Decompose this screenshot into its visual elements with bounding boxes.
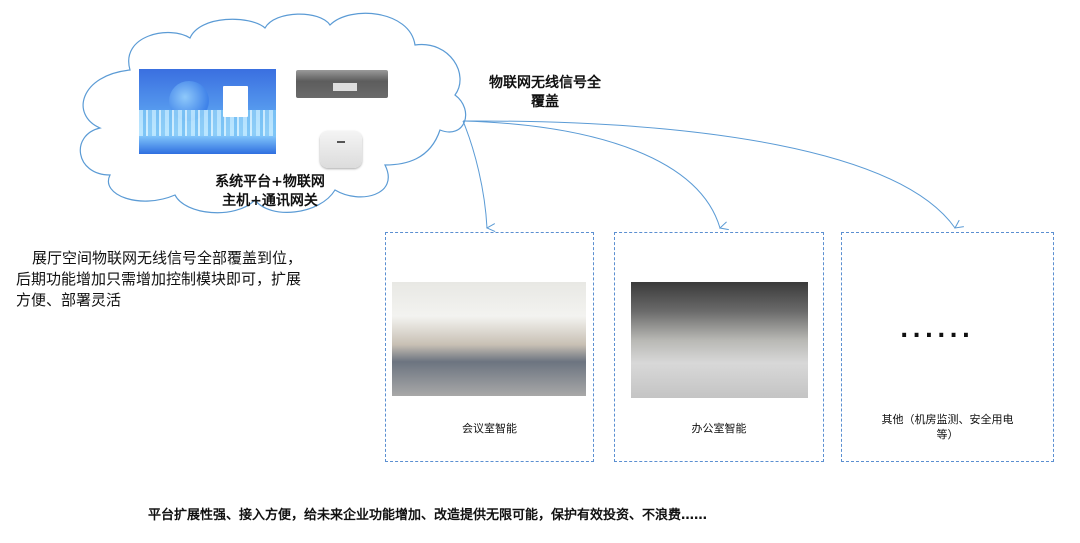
cloud-shape: [79, 12, 467, 214]
signal-coverage-label: 物联网无线信号全覆盖: [470, 74, 620, 112]
card-office: [614, 232, 824, 462]
gateway-access-point-image: [320, 131, 362, 168]
arrow-other: [462, 120, 955, 228]
card-other-label: 其他（机房监测、安全用电等）: [841, 412, 1054, 442]
description-line3: 方便、部署灵活: [16, 291, 122, 309]
cloud-label: 系统平台+物联网主机+通讯网关: [195, 173, 345, 211]
card-other-label-line1: 其他（机房监测、安全用电: [881, 413, 1014, 426]
card-other-ellipsis: ......: [900, 318, 975, 343]
card-meeting-room: [385, 232, 594, 462]
arrow-office: [462, 120, 720, 228]
cloud-label-line1: 系统平台+物联网: [215, 174, 325, 190]
signal-line1: 物联网无线信号全: [489, 75, 601, 91]
cloud-label-line2: 主机+通讯网关: [222, 193, 318, 209]
description-line1: 展厅空间物联网无线信号全部覆盖到位，: [32, 249, 303, 267]
office-photo: [631, 282, 808, 398]
card-other: [841, 232, 1054, 462]
meeting-room-photo: [392, 282, 586, 396]
platform-screen-image: [139, 69, 276, 154]
signal-line2: 覆盖: [531, 94, 559, 110]
arrow-meeting: [462, 120, 487, 228]
description-line2: 后期功能增加只需增加控制模块即可，扩展: [16, 270, 302, 288]
iot-host-router-image: [296, 70, 388, 98]
card-other-label-line2: 等）: [936, 428, 959, 441]
footer-summary: 平台扩展性强、接入方便，给未来企业功能增加、改造提供无限可能，保护有效投资、不浪…: [147, 508, 707, 523]
card-meeting-room-label: 会议室智能: [462, 422, 517, 435]
description-text: 展厅空间物联网无线信号全部覆盖到位， 后期功能增加只需增加控制模块即可，扩展方便、…: [16, 248, 361, 311]
card-office-label: 办公室智能: [691, 422, 747, 435]
